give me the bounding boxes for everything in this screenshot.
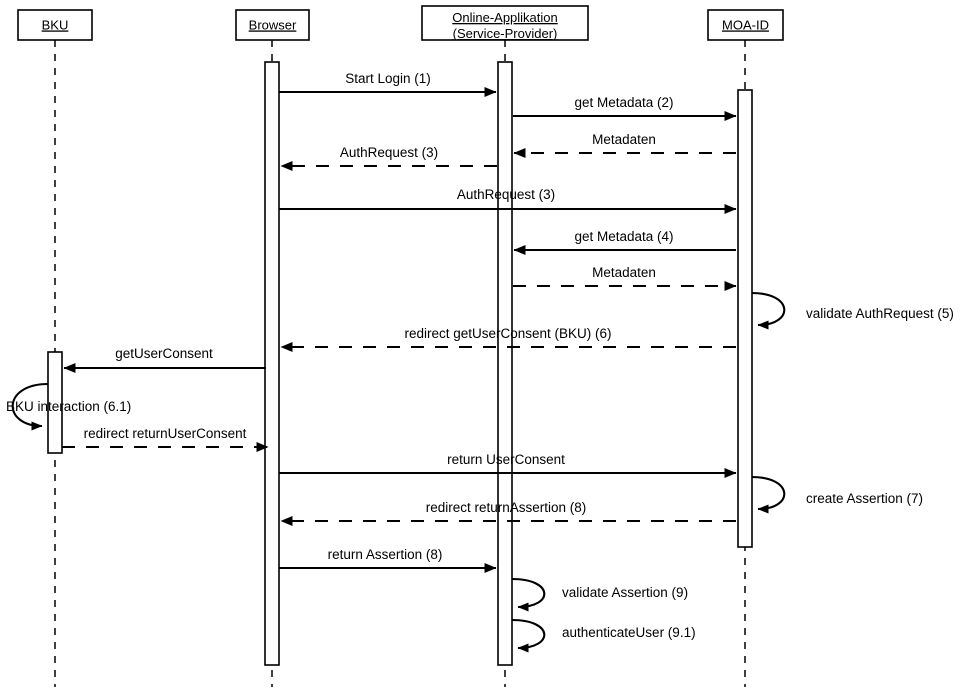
message-browser-to-oa[interactable]: Start Login (1) — [279, 71, 497, 97]
self-message-loop-arrow — [511, 577, 546, 612]
message-oa-to-moaid[interactable]: get Metadata (2) — [513, 95, 737, 121]
message-moaid-to-oa[interactable]: get Metadata (4) — [513, 229, 736, 255]
message-label: AuthRequest (3) — [340, 145, 438, 160]
self-message-loop-arrow — [751, 291, 786, 330]
message-label: getUserConsent — [115, 346, 213, 361]
self-message-label: BKU interaction (6.1) — [6, 399, 131, 414]
self-message-oa[interactable]: authenticateUser (9.1) — [511, 618, 696, 653]
message-label: return UserConsent — [447, 452, 565, 467]
activation-bar-bku[interactable] — [47, 351, 63, 454]
self-message-oa[interactable]: validate Assertion (9) — [511, 577, 688, 612]
self-message-label: validate Assertion (9) — [562, 585, 688, 600]
lifeline-header-box-browser[interactable] — [235, 9, 310, 41]
message-label: Metadaten — [592, 132, 656, 147]
self-messages-layer: validate AuthRequest (5) BKU interaction … — [6, 291, 954, 653]
lifeline-bku[interactable]: BKU — [17, 9, 93, 687]
lifeline-header-box-oa[interactable] — [421, 5, 589, 41]
message-label: Start Login (1) — [345, 71, 431, 86]
message-moaid-to-oa[interactable]: Metadaten — [513, 132, 736, 158]
message-label: redirect returnUserConsent — [84, 426, 247, 441]
lifeline-header-box-bku[interactable] — [17, 9, 93, 41]
message-label: redirect getUserConsent (BKU) (6) — [404, 326, 611, 341]
lifeline-label-browser: Browser — [249, 17, 297, 32]
message-label: AuthRequest (3) — [457, 187, 555, 202]
message-browser-to-bku[interactable]: getUserConsent — [63, 346, 266, 373]
self-message-moaid[interactable]: create Assertion (7) — [751, 475, 923, 514]
message-label: get Metadata (2) — [574, 95, 673, 110]
self-message-label: create Assertion (7) — [806, 491, 923, 506]
message-oa-to-moaid[interactable]: Metadaten — [513, 265, 737, 291]
message-moaid-to-browser[interactable]: redirect returnAssertion (8) — [280, 500, 736, 526]
self-message-bku[interactable]: BKU interaction (6.1) — [6, 382, 131, 431]
self-message-label: authenticateUser (9.1) — [562, 625, 696, 640]
self-message-loop-arrow — [751, 475, 786, 514]
message-label: get Metadata (4) — [574, 229, 673, 244]
message-label: return Assertion (8) — [328, 547, 443, 562]
messages-layer: Start Login (1) get Metadata (2) Metadaten… — [62, 71, 737, 573]
message-oa-to-browser[interactable]: AuthRequest (3) — [280, 145, 497, 171]
message-label: redirect returnAssertion (8) — [426, 500, 587, 515]
self-message-loop-arrow — [511, 618, 546, 653]
self-message-loop-arrow — [11, 382, 49, 431]
activation-bars-layer — [47, 61, 753, 666]
lifeline-label-oa: Online-Applikation(Service-Provider) — [452, 10, 558, 41]
message-label: Metadaten — [592, 265, 656, 280]
activation-bar-browser[interactable] — [264, 61, 280, 666]
lifeline-label-moaid: MOA-ID — [722, 17, 769, 32]
message-moaid-to-browser[interactable]: redirect getUserConsent (BKU) (6) — [280, 326, 736, 352]
self-message-label: validate AuthRequest (5) — [806, 306, 954, 321]
message-browser-to-moaid[interactable]: AuthRequest (3) — [279, 187, 737, 214]
message-browser-to-oa[interactable]: return Assertion (8) — [279, 547, 497, 573]
message-bku-to-browser[interactable]: redirect returnUserConsent — [62, 426, 269, 452]
message-browser-to-moaid[interactable]: return UserConsent — [279, 452, 737, 478]
lifeline-label-bku: BKU — [42, 17, 69, 32]
activation-bar-moaid[interactable] — [737, 89, 753, 548]
self-message-moaid[interactable]: validate AuthRequest (5) — [751, 291, 954, 330]
activation-bar-oa[interactable] — [497, 61, 513, 666]
